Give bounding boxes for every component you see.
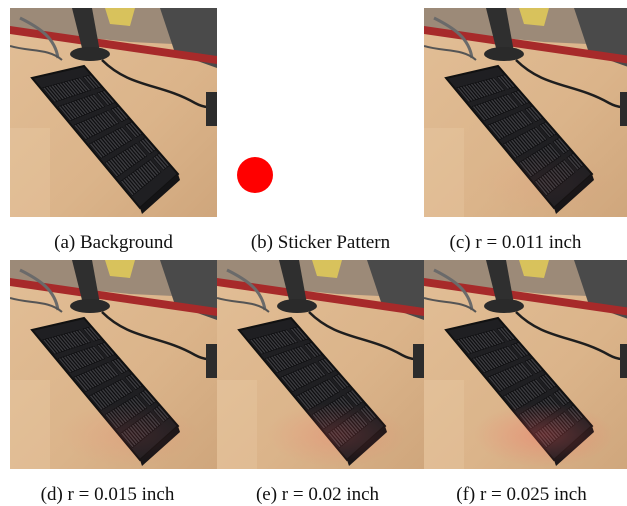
panel-c-photo [424,8,627,217]
panel-b-sticker-pattern [217,8,424,217]
caption-e: (e) r = 0.02 inch [255,484,380,505]
sticker-pattern-image [217,8,424,217]
keyboard-photo [217,260,424,469]
caption-b: (b) Sticker Pattern [250,232,391,253]
panel-a-background-photo [10,8,217,217]
panel-d-photo [10,260,217,469]
caption-f: (f) r = 0.025 inch [456,484,587,505]
red-sticker-dot [237,157,273,193]
caption-a: (a) Background [54,232,173,253]
caption-d: (d) r = 0.015 inch [40,484,175,505]
caption-c: (c) r = 0.011 inch [449,232,582,253]
keyboard-photo [10,8,217,217]
panel-f-photo [424,260,627,469]
panel-e-photo [217,260,424,469]
keyboard-photo [10,260,217,469]
keyboard-photo [424,8,627,217]
keyboard-photo [424,260,627,469]
